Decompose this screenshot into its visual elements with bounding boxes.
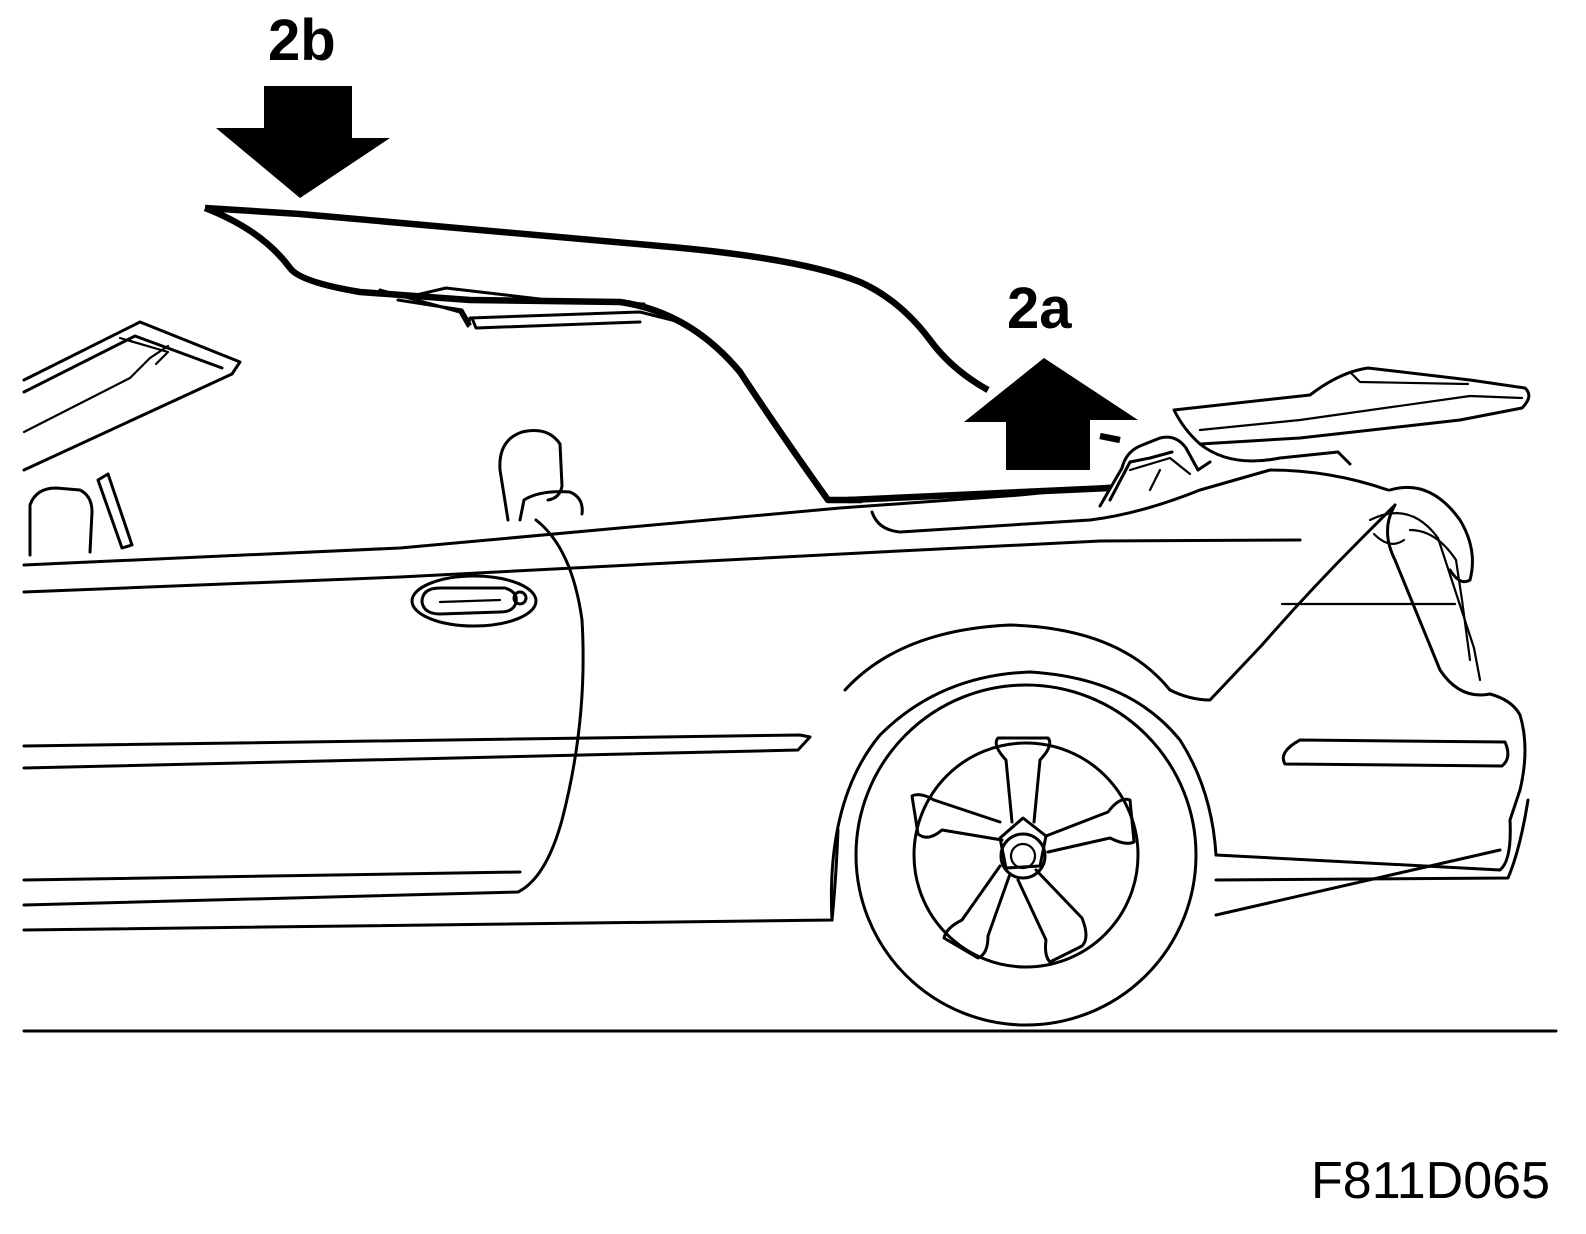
rear-wheel [854,683,1198,1027]
rear-fender [829,503,1457,922]
side-moulding [22,733,812,770]
door [22,518,585,907]
front-seat [28,472,134,557]
door-handle [410,574,538,628]
beltline-lower [22,538,1302,594]
down-arrow-icon [216,86,390,198]
tonneau-cover [1172,366,1531,466]
callout-label-2b: 2b [268,8,336,73]
windshield-frame [22,320,242,472]
rear-bumper [1214,692,1530,917]
tail-light [1368,485,1492,697]
rear-headrest [498,429,584,522]
soft-top-roof [203,204,1121,504]
figure-code: F811D065 [1311,1152,1550,1210]
roof-mechanism [1098,435,1212,508]
callout-label-2a: 2a [1007,276,1072,341]
rear-deck [870,468,1390,534]
up-arrow-icon [964,358,1138,470]
lower-sill [22,828,840,932]
